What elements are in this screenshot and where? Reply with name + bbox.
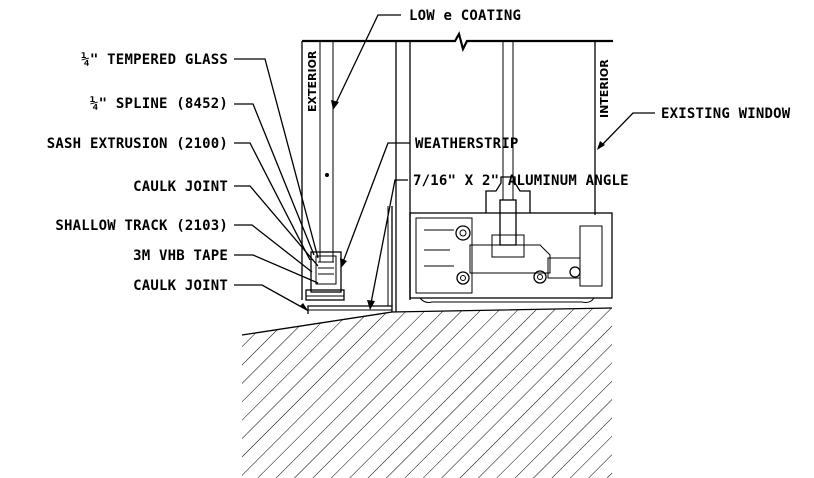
- tempered-glass-pane: [319, 41, 334, 262]
- frame-lines: [301, 41, 596, 312]
- low-e-coating-label: LOW e COATING: [409, 8, 521, 24]
- ground-hatch: [241, 307, 613, 478]
- aluminum-angle: [307, 206, 393, 314]
- exterior-label: EXTERIOR: [306, 50, 319, 112]
- caulk-joint-label-1: CAULK JOINT: [133, 179, 228, 195]
- shallow-track-label: SHALLOW TRACK (2103): [55, 218, 228, 234]
- caulk-joint-label-2: CAULK JOINT: [133, 278, 228, 294]
- vhb-tape-label: 3M VHB TAPE: [133, 248, 228, 264]
- weatherstrip-label: WEATHERSTRIP: [415, 136, 519, 152]
- spline-label: ¼" SPLINE (8452): [90, 96, 228, 112]
- existing-window-frame: [409, 176, 613, 303]
- aluminum-angle-label: 7/16" X 2" ALUMINUM ANGLE: [413, 173, 629, 189]
- interior-label: INTERIOR: [598, 59, 611, 118]
- top-break-line: [302, 31, 613, 53]
- tempered-glass-label: ¼" TEMPERED GLASS: [81, 52, 228, 68]
- sash-extrusion: [305, 251, 345, 301]
- leader-lines: [234, 14, 655, 312]
- existing-window-label: EXISTING WINDOW: [661, 106, 791, 122]
- sash-extrusion-label: SASH EXTRUSION (2100): [47, 136, 228, 152]
